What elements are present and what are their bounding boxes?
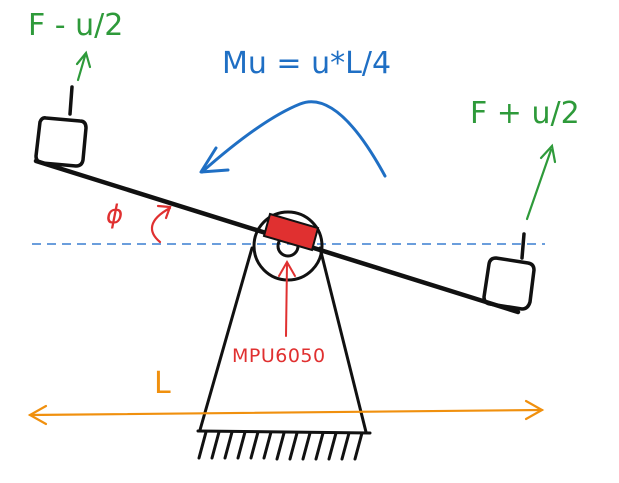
angle-phi-arc (150, 206, 172, 244)
right-rotor (482, 232, 536, 311)
moment-label: Mu = u*L/4 (222, 46, 392, 81)
sensor-arrow (278, 259, 296, 337)
moment-arrow (199, 100, 387, 178)
angle-phi-arrowhead (156, 204, 172, 220)
support-stand (198, 246, 368, 434)
length-double-arrow (27, 399, 545, 426)
right-force-label: F + u/2 (470, 96, 580, 131)
sensor-label: MPU6050 (232, 345, 326, 367)
right-force-arrow (525, 143, 557, 221)
left-force-arrow (75, 50, 92, 82)
sensor-block (262, 212, 320, 252)
left-force-label: F - u/2 (28, 8, 124, 43)
left-rotor (34, 85, 88, 168)
length-label: L (154, 366, 171, 401)
ground-base (196, 429, 372, 461)
angle-phi-label: ϕ (106, 200, 124, 230)
pivot-outer-circle (252, 210, 324, 282)
